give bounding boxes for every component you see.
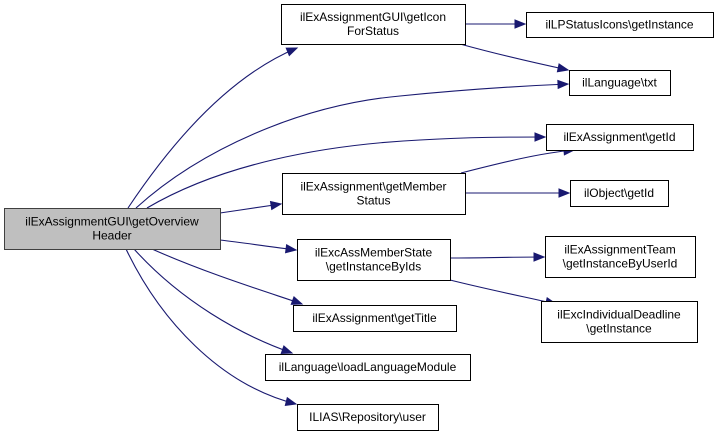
edge-getIconForStatus-to-langTxt [459, 43, 570, 73]
edge-root-to-getTitle [151, 248, 304, 305]
node-box [293, 305, 457, 332]
node-label: ilExAssignmentGUI\getOverview [25, 215, 199, 229]
arrowhead-icon [285, 47, 299, 57]
node-label: ilExAssignment\getMember [300, 180, 446, 194]
node-label: Header [92, 229, 131, 243]
node-objGetId[interactable]: ilObject\getId [570, 180, 669, 207]
edge-root-to-loadLangModule [133, 248, 294, 355]
node-label: ILIAS\Repository\user [309, 410, 426, 424]
edge-getIconForStatus-to-lpStatusIcons [465, 19, 527, 29]
node-box [546, 124, 694, 151]
node-repoUser[interactable]: ILIAS\Repository\user [297, 404, 439, 431]
node-label: ilLanguage\loadLanguageModule [279, 360, 457, 374]
edge-line [146, 136, 546, 209]
arrowhead-icon [534, 132, 547, 142]
node-label: \getInstanceByIds [326, 260, 421, 274]
edge-root-to-getIconForStatus [127, 47, 299, 209]
node-box [297, 404, 439, 431]
node-teamByUser[interactable]: ilExAssignmentTeam\getInstanceByUserId [545, 236, 696, 278]
edge-line [151, 248, 303, 305]
edge-line [219, 239, 297, 251]
node-label: ilObject\getId [584, 186, 654, 200]
edge-memberState-to-teamByUser [449, 252, 546, 262]
node-box [545, 236, 696, 278]
node-label: ForStatus [347, 24, 399, 38]
edge-line [125, 248, 297, 405]
node-box [526, 12, 714, 38]
node-label: ilLPStatusIcons\getInstance [545, 18, 693, 32]
node-label: ilExcAssMemberState [315, 246, 433, 260]
arrowhead-icon [558, 188, 571, 198]
edge-line [459, 43, 569, 71]
arrowhead-icon [269, 200, 283, 211]
node-loadLangModule[interactable]: ilLanguage\loadLanguageModule [265, 354, 471, 381]
node-label: Status [356, 194, 390, 208]
arrowhead-icon [280, 345, 294, 355]
node-memberState[interactable]: ilExcAssMemberState\getInstanceByIds [297, 239, 451, 281]
arrowhead-icon [556, 63, 570, 73]
edges-layer [125, 19, 576, 407]
edge-line [449, 256, 545, 259]
arrowhead-icon [533, 252, 546, 262]
node-label: ilExcIndividualDeadline [557, 308, 681, 322]
edge-root-to-exAssGetId [146, 132, 547, 209]
edge-root-to-langTxt [135, 79, 570, 209]
node-lpStatusIcons[interactable]: ilLPStatusIcons\getInstance [526, 12, 714, 38]
arrowhead-icon [284, 396, 298, 407]
edge-line [127, 47, 298, 209]
edge-line [133, 248, 293, 354]
node-indivDeadline[interactable]: ilExcIndividualDeadline\getInstance [541, 301, 698, 343]
edge-memberState-to-indivDeadline [449, 279, 558, 307]
edge-getMemberStatus-to-objGetId [465, 188, 571, 198]
arrowhead-icon [557, 79, 570, 90]
node-box [281, 4, 466, 45]
node-label: ilExAssignment\getId [563, 130, 675, 144]
arrowhead-icon [284, 243, 298, 254]
arrowhead-icon [290, 295, 304, 305]
node-getTitle[interactable]: ilExAssignment\getTitle [293, 305, 457, 332]
node-label: \getInstanceByUserId [563, 257, 678, 271]
node-box [265, 354, 471, 381]
node-exAssGetId[interactable]: ilExAssignment\getId [546, 124, 694, 151]
node-box [297, 239, 451, 281]
node-label: ilExAssignmentGUI\getIcon [300, 10, 446, 24]
node-label: ilExAssignment\getTitle [312, 311, 437, 325]
edge-root-to-repoUser [125, 248, 298, 407]
node-box [570, 180, 669, 207]
node-box [569, 70, 671, 96]
node-box [541, 301, 698, 343]
edge-root-to-getMemberStatus [219, 200, 283, 214]
node-label: ilLanguage\txt [582, 76, 657, 90]
node-label: ilExAssignmentTeam [564, 243, 675, 257]
edge-line [135, 83, 569, 209]
node-box [4, 208, 221, 250]
node-langTxt[interactable]: ilLanguage\txt [569, 70, 671, 96]
edge-line [460, 149, 575, 174]
edge-root-to-memberState [219, 239, 298, 254]
edge-line [449, 279, 557, 305]
nodes-layer: ilExAssignmentGUI\getOverviewHeaderilExA… [4, 4, 714, 431]
node-label: \getInstance [586, 322, 652, 336]
node-box [282, 173, 466, 215]
arrowhead-icon [514, 19, 527, 29]
